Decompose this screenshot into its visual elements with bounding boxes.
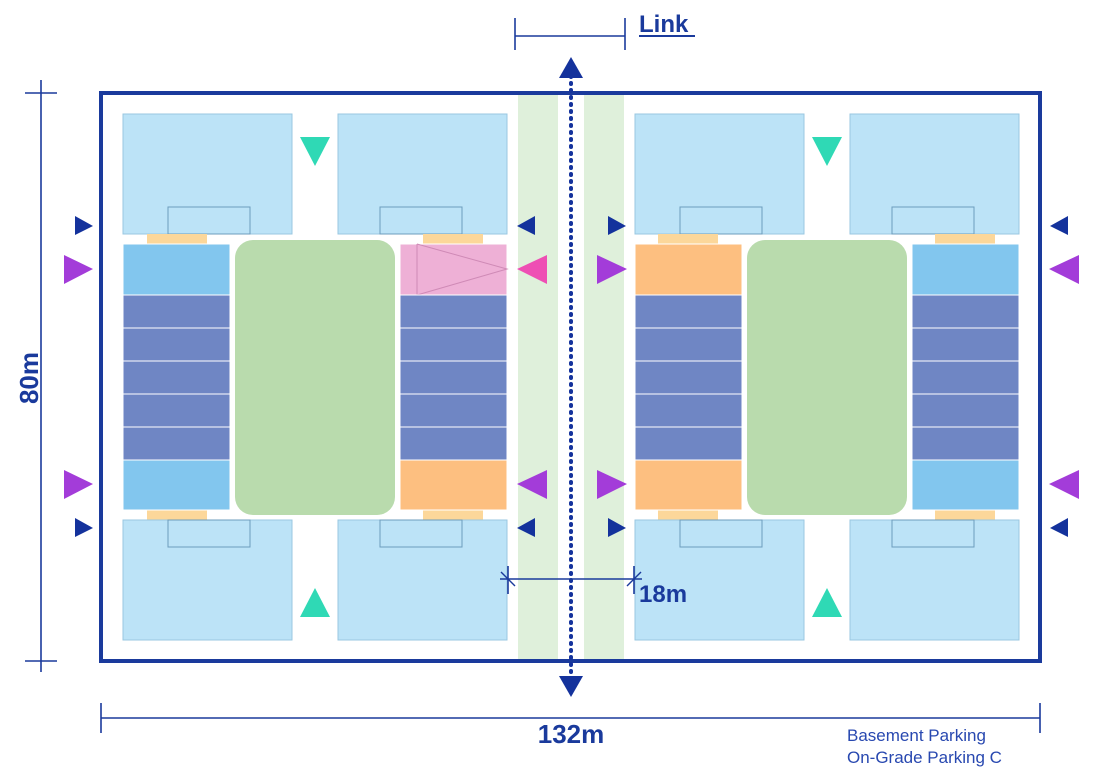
height-label: 80m (14, 352, 44, 404)
unit-pink (399, 243, 508, 296)
unit (122, 393, 231, 428)
unit (911, 426, 1020, 461)
purple-right-triangle-icon (597, 255, 627, 284)
navy-left-triangle-icon (517, 518, 535, 537)
purple-left-triangle-icon (1049, 470, 1079, 499)
site-boundary (99, 91, 1042, 663)
legend-line-1: Basement Parking (847, 726, 986, 745)
unit-column-west-right (399, 243, 509, 511)
unit (122, 426, 231, 461)
street-width-label: 18m (639, 581, 687, 608)
unit (634, 426, 743, 461)
unit (122, 294, 231, 329)
unit-orange (399, 459, 508, 511)
teal-down-triangle-icon (300, 137, 330, 166)
purple-right-triangle-icon (64, 255, 93, 284)
unit-pink-detail (416, 243, 509, 296)
teal-down-triangle-icon (812, 137, 842, 166)
building-br2-entry (891, 519, 975, 548)
building-tc-entry (379, 206, 463, 235)
navy-left-triangle-icon (1050, 216, 1068, 235)
unit (634, 393, 743, 428)
park-east (747, 240, 907, 515)
unit-column-east-left (634, 243, 743, 511)
unit (399, 426, 508, 461)
east-block (634, 113, 1020, 641)
unit-column-west-left (122, 243, 231, 511)
unit (399, 360, 508, 395)
navy-right-triangle-icon (75, 518, 93, 537)
unit (399, 327, 508, 362)
unit-end (122, 459, 231, 511)
purple-right-triangle-icon (64, 470, 93, 499)
building-tl (122, 113, 293, 235)
unit (911, 360, 1020, 395)
navy-right-triangle-icon (75, 216, 93, 235)
unit-column-east-right (911, 243, 1020, 511)
connector (147, 234, 207, 244)
teal-up-triangle-icon (300, 588, 330, 617)
building-tr1 (634, 113, 805, 235)
purple-right-triangle-icon (597, 470, 627, 499)
building-bl (122, 519, 293, 641)
unit (399, 393, 508, 428)
building-bl-entry (167, 519, 251, 548)
west-block (122, 113, 509, 641)
purple-left-triangle-icon (517, 470, 547, 499)
unit (122, 360, 231, 395)
navy-left-triangle-icon (1050, 518, 1068, 537)
corridor-strip-left (518, 95, 558, 661)
down-arrow-icon (559, 676, 583, 697)
link-dimension (514, 18, 695, 50)
unit-end (911, 243, 1020, 296)
width-dimension (100, 703, 1041, 733)
connector (935, 510, 995, 520)
building-tr2 (849, 113, 1020, 235)
park-west (235, 240, 395, 515)
navy-right-triangle-icon (608, 518, 626, 537)
purple-left-triangle-icon (1049, 255, 1079, 284)
pink-left-triangle-icon (517, 255, 547, 284)
legend-line-2: On-Grade Parking C (847, 748, 1002, 767)
unit (399, 294, 508, 329)
building-tl-entry (167, 206, 251, 235)
unit-end (911, 459, 1020, 511)
teal-up-triangle-icon (812, 588, 842, 617)
unit-orange (634, 243, 743, 296)
up-arrow-icon (559, 57, 583, 78)
unit (911, 327, 1020, 362)
connector (658, 510, 718, 520)
entry-markers (64, 137, 1079, 617)
unit (634, 327, 743, 362)
connector (935, 234, 995, 244)
unit-end (122, 243, 231, 296)
unit (634, 360, 743, 395)
street-dimension (500, 566, 642, 594)
building-bc-entry (379, 519, 463, 548)
corridor-strip-right (584, 95, 624, 661)
link-label: Link (639, 11, 689, 38)
unit (911, 393, 1020, 428)
unit (911, 294, 1020, 329)
building-tr2-entry (891, 206, 975, 235)
navy-right-triangle-icon (608, 216, 626, 235)
unit-orange (634, 459, 743, 511)
unit (122, 327, 231, 362)
building-br1-entry (679, 519, 763, 548)
navy-left-triangle-icon (517, 216, 535, 235)
building-br2 (849, 519, 1020, 641)
building-br1 (634, 519, 805, 641)
connector (658, 234, 718, 244)
building-tc (337, 113, 508, 235)
unit (634, 294, 743, 329)
width-label: 132m (538, 719, 605, 749)
connector (423, 510, 483, 520)
building-tr1-entry (679, 206, 763, 235)
building-bc (337, 519, 508, 641)
height-dimension (25, 80, 57, 672)
connector (423, 234, 483, 244)
connector (147, 510, 207, 520)
